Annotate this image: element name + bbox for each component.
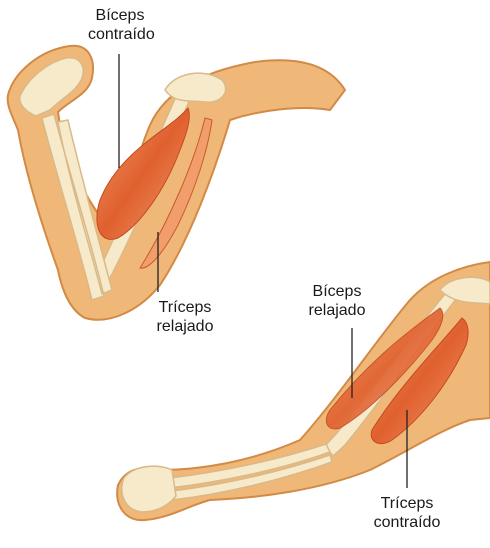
flexed-arm [8,46,345,320]
bottom-triceps-label-line2: contraído [372,513,442,532]
bottom-biceps-label-line1: Bíceps [306,282,368,301]
bottom-biceps-label: Bíceps relajado [306,282,368,320]
top-biceps-label-line1: Bíceps [88,6,152,25]
top-triceps-label: Tríceps relajado [154,298,216,336]
bottom-triceps-label-line1: Tríceps [372,494,442,513]
bottom-biceps-label-line2: relajado [306,301,368,320]
top-triceps-label-line2: relajado [154,317,216,336]
top-biceps-label: Bíceps contraído [88,6,152,44]
flexed-shoulder-bone [165,73,226,102]
top-biceps-label-line2: contraído [88,25,152,44]
bottom-triceps-label: Tríceps contraído [372,494,442,532]
top-triceps-label-line1: Tríceps [154,298,216,317]
